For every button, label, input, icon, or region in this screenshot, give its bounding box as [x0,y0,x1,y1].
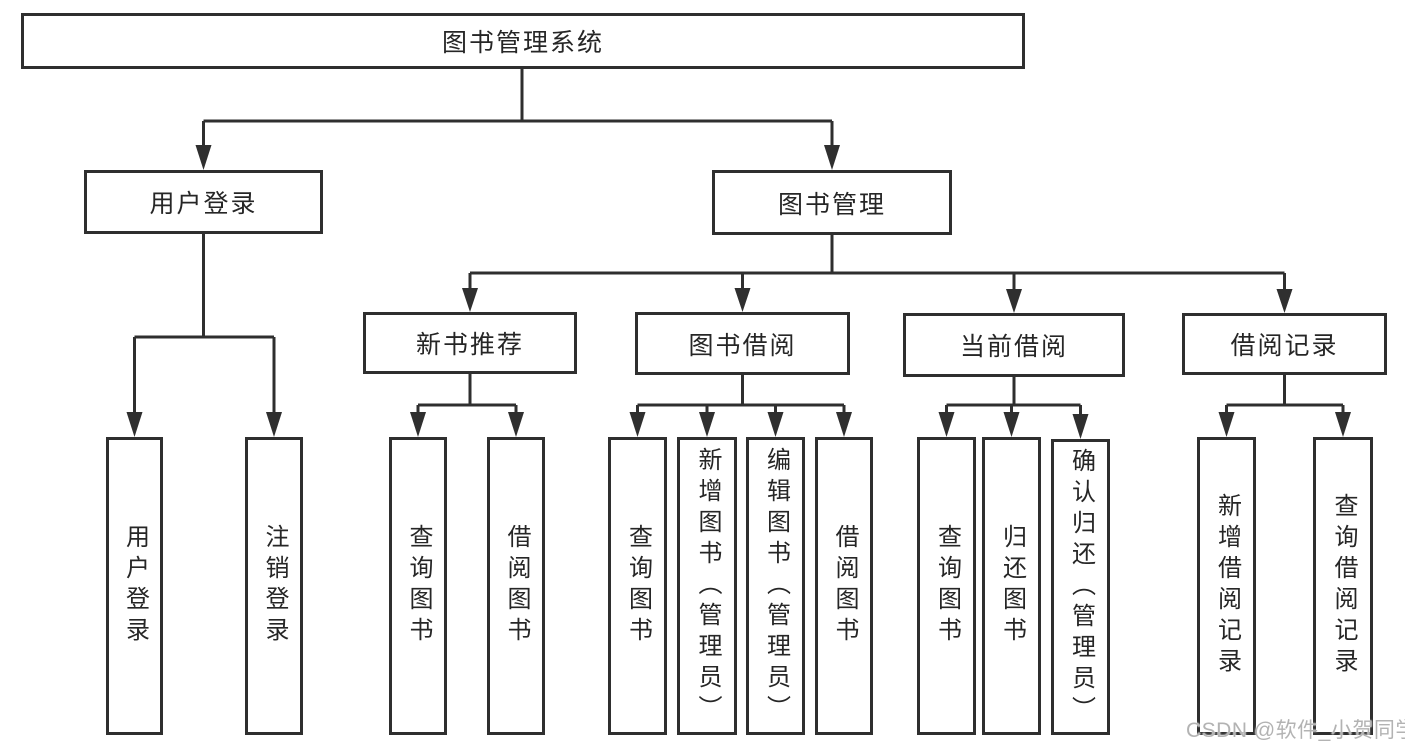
leaf-rec-query-book: 查询图书 [389,437,447,735]
leaf-bb-borrow-book: 借阅图书 [815,437,873,735]
leaf-cur-query-book: 查询图书 [917,437,976,735]
leaf-label: 新增借阅记录 [1213,493,1241,679]
leaf-user-login: 用户登录 [106,437,163,735]
leaf-logout: 注销登录 [245,437,303,735]
node-new-book-recommend: 新书推荐 [363,312,577,374]
leaf-label: 查询图书 [624,524,652,648]
node-borrow-records: 借阅记录 [1182,313,1387,375]
leaf-bb-edit-book-admin: 编辑图书（管理员） [746,437,805,735]
node-label: 图书管理 [777,190,886,219]
leaf-bb-query-book: 查询图书 [608,437,667,735]
leaf-label: 借阅图书 [503,524,530,648]
node-book-management: 图书管理 [712,170,952,235]
node-label: 用户登录 [149,190,258,218]
leaf-label: 查询借阅记录 [1330,493,1357,679]
leaf-label: 确认归还（管理员） [1067,447,1095,727]
leaf-label: 查询图书 [405,524,432,648]
node-label: 当前借阅 [959,333,1068,361]
leaf-label: 编辑图书（管理员） [762,446,790,726]
leaf-log-query-record: 查询借阅记录 [1313,437,1373,735]
leaf-label: 用户登录 [121,524,149,648]
leaf-cur-confirm-return-admin: 确认归还（管理员） [1051,439,1110,735]
leaf-label: 借阅图书 [831,524,858,648]
leaf-log-add-record: 新增借阅记录 [1197,437,1256,735]
leaf-label: 查询图书 [933,524,961,648]
node-label: 图书管理系统 [441,29,604,57]
leaf-label: 注销登录 [261,524,288,648]
leaf-cur-return-book: 归还图书 [982,437,1041,735]
node-current-borrow: 当前借阅 [903,313,1125,377]
leaf-rec-borrow-book: 借阅图书 [487,437,545,735]
node-book-borrow: 图书借阅 [635,312,850,375]
leaf-bb-add-book-admin: 新增图书（管理员） [677,437,737,735]
leaf-label: 新增图书（管理员） [694,446,721,726]
node-label: 图书借阅 [688,331,797,360]
node-library-management-system: 图书管理系统 [21,13,1025,69]
node-label: 新书推荐 [415,331,524,359]
node-label: 借阅记录 [1230,332,1339,360]
node-user-login: 用户登录 [84,170,323,234]
leaf-label: 归还图书 [998,524,1026,648]
csdn-watermark: CSDN @软件_小贺同学 [1186,719,1405,742]
